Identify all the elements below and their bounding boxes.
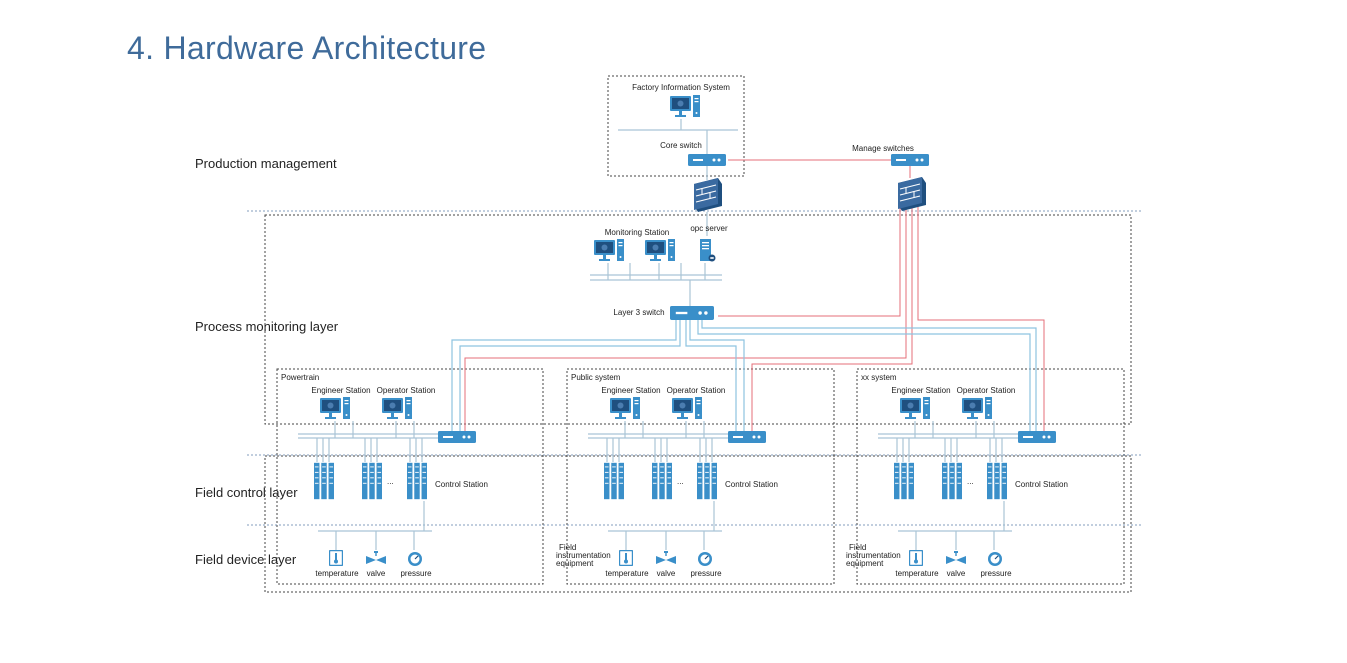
computer-icon [962,397,992,419]
management-network-links [464,159,1045,431]
uplink-connections [451,319,1037,431]
controller-rack-icon [987,462,1007,500]
controller-rack-icon [652,462,672,500]
computer-icon [900,397,930,419]
public-system-box [566,368,835,585]
computer-icon [670,95,700,117]
device-label-valve: valve [947,569,966,578]
controller-rack-icon [314,462,334,500]
network-switch-icon [891,154,929,166]
field-instrumentation-label: instrumentation [846,551,901,560]
field-layer-box [264,455,1132,593]
network-switch-icon [1018,431,1056,443]
layer-label-production-management: Production management [195,156,337,171]
network-switch-icon [670,306,714,320]
zone-boundaries [247,75,1141,593]
control-station-label: Control Station [1015,480,1068,489]
device-label-temperature: temperature [315,569,359,578]
field-instrumentation-label: Field [559,543,576,552]
temperature-gauge-icon [329,550,343,566]
factory-information-label: Factory Information System [632,83,730,92]
computer-icon [645,239,675,261]
valve-icon [366,551,386,564]
controller-rack-icon [697,462,717,500]
layer-label-process-monitoring: Process monitoring layer [195,319,339,334]
layer-label-field-control: Field control layer [195,485,298,500]
layer3-switch-label: Layer 3 switch [613,308,664,317]
temperature-gauge-icon [909,550,923,566]
engineer-station-label: Engineer Station [601,386,660,395]
device-label-pressure: pressure [980,569,1012,578]
temperature-gauge-icon [619,550,633,566]
field-instrumentation-label: Field [849,543,866,552]
device-label-pressure: pressure [400,569,432,578]
field-instrumentation-label: equipment [846,559,884,568]
monitoring-station-label: Monitoring Station [605,228,669,237]
controller-rack-icon [362,462,382,500]
device-label-valve: valve [367,569,386,578]
manage-switches: Manage switches [852,144,929,211]
computer-icon [610,397,640,419]
operator-station-label: Operator Station [667,386,726,395]
device-label-temperature: temperature [605,569,649,578]
operator-station-label: Operator Station [957,386,1016,395]
server-tower-icon [700,239,716,262]
ellipsis-text: ... [387,477,394,486]
core-switch-label: Core switch [660,141,702,150]
computer-icon [594,239,624,261]
controller-rack-icon [942,462,962,500]
controller-rack-icon [604,462,624,500]
engineer-station-label: Engineer Station [311,386,370,395]
system-name-label: Public system [571,373,621,382]
manage-switches-label: Manage switches [852,144,914,153]
pressure-gauge-icon [697,551,713,567]
pressure-gauge-icon [407,551,423,567]
device-label-valve: valve [657,569,676,578]
process-monitoring: Monitoring Station opc server Layer 3 sw… [590,224,728,320]
system-name-label: xx system [861,373,897,382]
network-switch-icon [438,431,476,443]
pressure-gauge-icon [987,551,1003,567]
computer-icon [320,397,350,419]
process-monitoring-box [264,214,1132,425]
operator-station-label: Operator Station [377,386,436,395]
valve-icon [946,551,966,564]
system-name-label: Powertrain [281,373,319,382]
network-switch-icon [688,154,726,166]
control-station-label: Control Station [435,480,488,489]
powertrain-box [276,368,544,585]
ellipsis-text: ... [967,477,974,486]
device-label-pressure: pressure [690,569,722,578]
field-instrumentation-label: equipment [556,559,594,568]
control-station-label: Control Station [725,480,778,489]
page-title: 4. Hardware Architecture [127,30,487,66]
field-instrumentation-label: instrumentation [556,551,611,560]
network-switch-icon [728,431,766,443]
valve-icon [656,551,676,564]
opc-server-label: opc server [690,224,728,233]
controller-rack-icon [894,462,914,500]
ellipsis-text: ... [677,477,684,486]
controller-rack-icon [407,462,427,500]
firewall-icon [693,178,722,212]
factory-information-box [607,75,745,177]
device-label-temperature: temperature [895,569,939,578]
layer-label-field-device: Field device layer [195,552,297,567]
computer-icon [672,397,702,419]
firewall-icon [897,177,926,211]
factory-information-system: Factory Information System Core switch [618,83,738,236]
engineer-station-label: Engineer Station [891,386,950,395]
computer-icon [382,397,412,419]
xx-system-box [856,368,1125,585]
